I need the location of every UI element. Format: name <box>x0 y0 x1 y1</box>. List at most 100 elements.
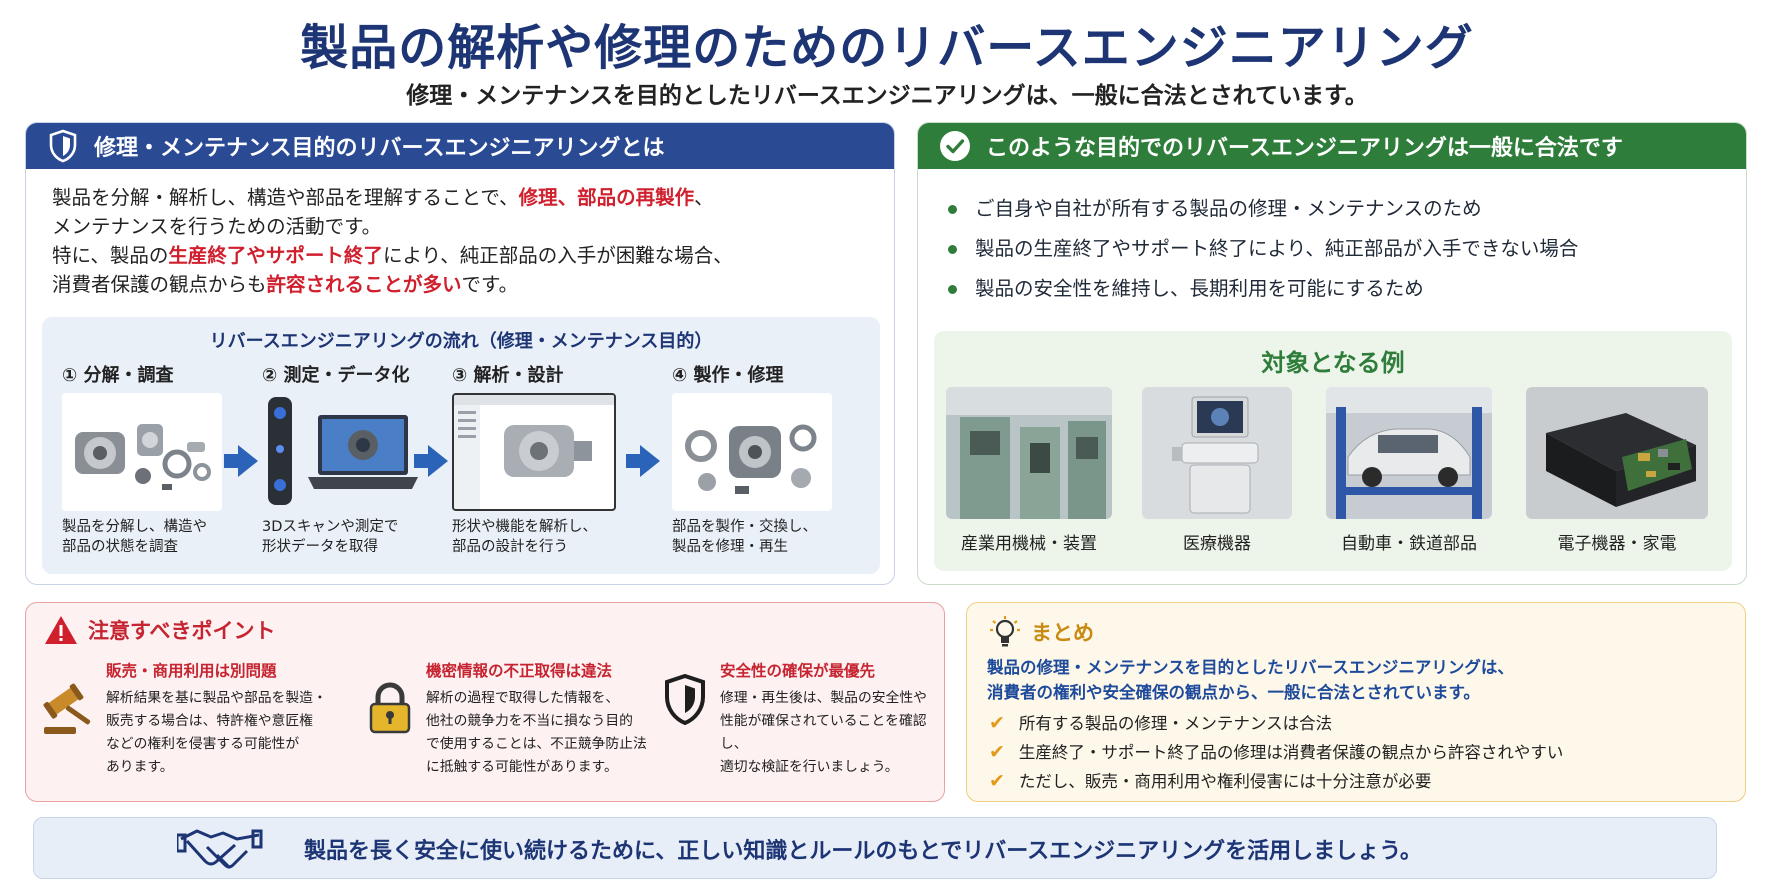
example-label: 電子機器・家電 <box>1557 534 1677 554</box>
process-flow-title: リバースエンジニアリングの流れ（修理・メンテナンス目的） <box>209 331 713 352</box>
intro-text: 消費者保護の観点からも <box>52 273 267 296</box>
shield-icon <box>46 129 80 163</box>
caution-item-title: 販売・商用利用は別問題 <box>106 662 277 680</box>
handshake-icon <box>175 823 263 879</box>
caution-item-text: に抵触する可能性があります。 <box>426 759 618 775</box>
flow-step-manufacture: ④ 製作・修理 部品を製作・交換し、製品を修理・再生 <box>672 361 842 557</box>
flow-step-analyze: ③ 解析・設計 形状や機能を解析し、部品の設計を行う <box>452 361 622 557</box>
flow-step-measure: ② 測定・データ化 3Dスキャンや測定で形状データを取得 <box>262 361 432 557</box>
page-subtitle: 修理・メンテナンスを目的としたリバースエンジニアリングは、一般に合法とされていま… <box>406 83 1368 109</box>
checkmark-icon: ✔ <box>989 712 1005 734</box>
medical-equipment-image <box>1142 387 1292 519</box>
intro-text: です。 <box>461 273 519 296</box>
intro-text: 特に、製品の <box>52 244 169 267</box>
flow-arrow-icon <box>626 445 660 477</box>
flow-arrow-icon <box>224 445 258 477</box>
caution-item-safety: 安全性の確保が最優先 修理・再生後は、製品の安全性や 性能が確保されていることを… <box>720 659 940 779</box>
caution-panel: 注意すべきポイント 販売・商用利用は別問題 解析結果を基に製品や部品を製造・ 販… <box>25 602 945 802</box>
footer-banner: 製品を長く安全に使い続けるために、正しい知識とルールのもとでリバースエンジニアリ… <box>33 817 1717 879</box>
definition-panel-header: 修理・メンテナンス目的のリバースエンジニアリングとは <box>26 123 894 169</box>
bullet-icon <box>948 244 957 254</box>
summary-panel: まとめ 製品の修理・メンテナンスを目的としたリバースエンジニアリングは、 消費者… <box>966 602 1746 802</box>
caution-item-title: 安全性の確保が最優先 <box>720 662 876 680</box>
list-item: 製品の安全性を維持し、長期利用を可能にするため <box>948 269 1746 309</box>
caution-item-text: 性能が確保されていることを確認し、 <box>720 713 927 752</box>
flow-step-label: ④ 製作・修理 <box>672 365 784 386</box>
checkmark-icon: ✔ <box>989 741 1005 763</box>
padlock-icon <box>368 681 412 739</box>
circuit-board-image <box>1526 387 1708 519</box>
footer-message: 製品を長く安全に使い続けるために、正しい知識とルールのもとでリバースエンジニアリ… <box>304 839 1422 864</box>
example-label: 産業用機械・装置 <box>961 534 1097 554</box>
car-on-lift-image <box>1326 387 1492 519</box>
intro-text: 、 <box>694 186 714 209</box>
flow-step-desc: 製品を分解し、構造や <box>62 519 207 535</box>
process-flow: リバースエンジニアリングの流れ（修理・メンテナンス目的） ① 分解・調査 製品を… <box>42 317 880 574</box>
list-item-text: ご自身や自社が所有する製品の修理・メンテナンスのため <box>975 197 1482 220</box>
legal-purposes-header: このような目的でのリバースエンジニアリングは一般に合法です <box>918 123 1746 169</box>
target-examples-title: 対象となる例 <box>1261 349 1405 377</box>
disassembled-parts-image <box>62 393 222 511</box>
legal-purposes-title: このような目的でのリバースエンジニアリングは一般に合法です <box>986 136 1623 161</box>
gavel-icon <box>40 681 100 741</box>
caution-item-text: あります。 <box>106 759 174 775</box>
flow-step-desc: 部品の状態を調査 <box>62 539 178 555</box>
caution-item-text: で使用することは、不正競争防止法 <box>426 736 647 752</box>
summary-list: ✔ 所有する製品の修理・メンテナンスは合法 ✔ 生産終了・サポート終了品の修理は消費… <box>989 709 1563 796</box>
example-medical-equipment: 医療機器 <box>1142 387 1292 554</box>
example-automotive-rail: 自動車・鉄道部品 <box>1326 387 1492 554</box>
intro-text: により、純正部品の入手が困難な場合、 <box>382 244 733 267</box>
summary-header: まとめ <box>989 615 1094 649</box>
industrial-machinery-image <box>946 387 1112 519</box>
intro-highlight: 許容されることが多い <box>266 273 462 296</box>
caution-header: 注意すべきポイント <box>44 615 276 645</box>
bullet-icon <box>948 284 957 294</box>
legal-purposes-panel: このような目的でのリバースエンジニアリングは一般に合法です ご自身や自社が所有す… <box>917 122 1747 585</box>
bullet-icon <box>948 204 957 214</box>
intro-text: 製品を分解・解析し、構造や部品を理解することで、 <box>52 186 519 209</box>
list-item-text: ただし、販売・商用利用や権利侵害には十分注意が必要 <box>1018 772 1432 791</box>
check-circle-icon <box>938 129 972 163</box>
definition-panel-title: 修理・メンテナンス目的のリバースエンジニアリングとは <box>94 136 665 161</box>
caution-item-text: 他社の競争力を不当に損なう目的 <box>426 713 633 729</box>
flow-step-label: ① 分解・調査 <box>62 365 174 386</box>
flow-arrow-icon <box>414 445 448 477</box>
intro-text: メンテナンスを行うための活動です。 <box>52 215 382 238</box>
caution-item-text: 解析の過程で取得した情報を、 <box>426 690 620 706</box>
page-title: 製品の解析や修理のためのリバースエンジニアリング <box>300 20 1474 76</box>
caution-item-text: 解析結果を基に製品や部品を製造・ <box>106 690 327 706</box>
flow-step-desc: 部品を製作・交換し、 <box>672 519 817 535</box>
list-item: ✔ 所有する製品の修理・メンテナンスは合法 <box>989 709 1563 738</box>
definition-text: 製品を分解・解析し、構造や部品を理解することで、修理、部品の再製作、 メンテナン… <box>26 169 894 299</box>
list-item-text: 製品の生産終了やサポート終了により、純正部品が入手できない場合 <box>975 237 1579 260</box>
summary-lead: 製品の修理・メンテナンスを目的としたリバースエンジニアリングは、 消費者の権利や… <box>987 655 1514 705</box>
list-item-text: 所有する製品の修理・メンテナンスは合法 <box>1018 714 1333 733</box>
caution-item-text: 適切な検証を行いましょう。 <box>720 759 899 775</box>
repaired-parts-image <box>672 393 832 511</box>
flow-step-desc: 3Dスキャンや測定で <box>262 519 399 535</box>
list-item: ✔ただし、販売・商用利用や権利侵害には十分注意が必要 <box>989 767 1563 796</box>
definition-panel: 修理・メンテナンス目的のリバースエンジニアリングとは 製品を分解・解析し、構造や… <box>25 122 895 585</box>
flow-step-desc: 製品を修理・再生 <box>672 539 788 555</box>
scanner-laptop-image <box>262 393 422 511</box>
caution-title: 注意すべきポイント <box>88 619 276 643</box>
safety-shield-icon <box>662 673 708 731</box>
list-item: 製品の生産終了やサポート終了により、純正部品が入手できない場合 <box>948 229 1746 269</box>
flow-step-desc: 部品の設計を行う <box>452 539 568 555</box>
list-item-text: 製品の安全性を維持し、長期利用を可能にするため <box>975 277 1424 300</box>
caution-item-title: 機密情報の不正取得は違法 <box>426 662 613 680</box>
caution-item-text: 修理・再生後は、製品の安全性や <box>720 690 927 706</box>
example-label: 医療機器 <box>1183 534 1251 554</box>
caution-item-text: 販売する場合は、特許権や意匠権 <box>106 713 313 729</box>
example-label: 自動車・鉄道部品 <box>1341 534 1477 554</box>
flow-step-desc: 形状データを取得 <box>262 539 378 555</box>
list-item: ご自身や自社が所有する製品の修理・メンテナンスのため <box>948 189 1746 229</box>
flow-step-label: ② 測定・データ化 <box>262 365 410 386</box>
cad-software-image <box>452 393 616 511</box>
lightbulb-icon <box>989 615 1021 649</box>
warning-icon <box>44 615 78 645</box>
target-examples: 対象となる例 産業用機械・装置 医療機器 自動車・鉄道部品 電子機器・家電 <box>934 331 1732 571</box>
list-item: ✔ 生産終了・サポート終了品の修理は消費者保護の観点から許容されやすい <box>989 738 1563 767</box>
flow-step-disassemble: ① 分解・調査 製品を分解し、構造や部品の状態を調査 <box>62 361 232 557</box>
list-item-text: 生産終了・サポート終了品の修理は消費者保護の観点から許容されやすい <box>1018 743 1564 762</box>
